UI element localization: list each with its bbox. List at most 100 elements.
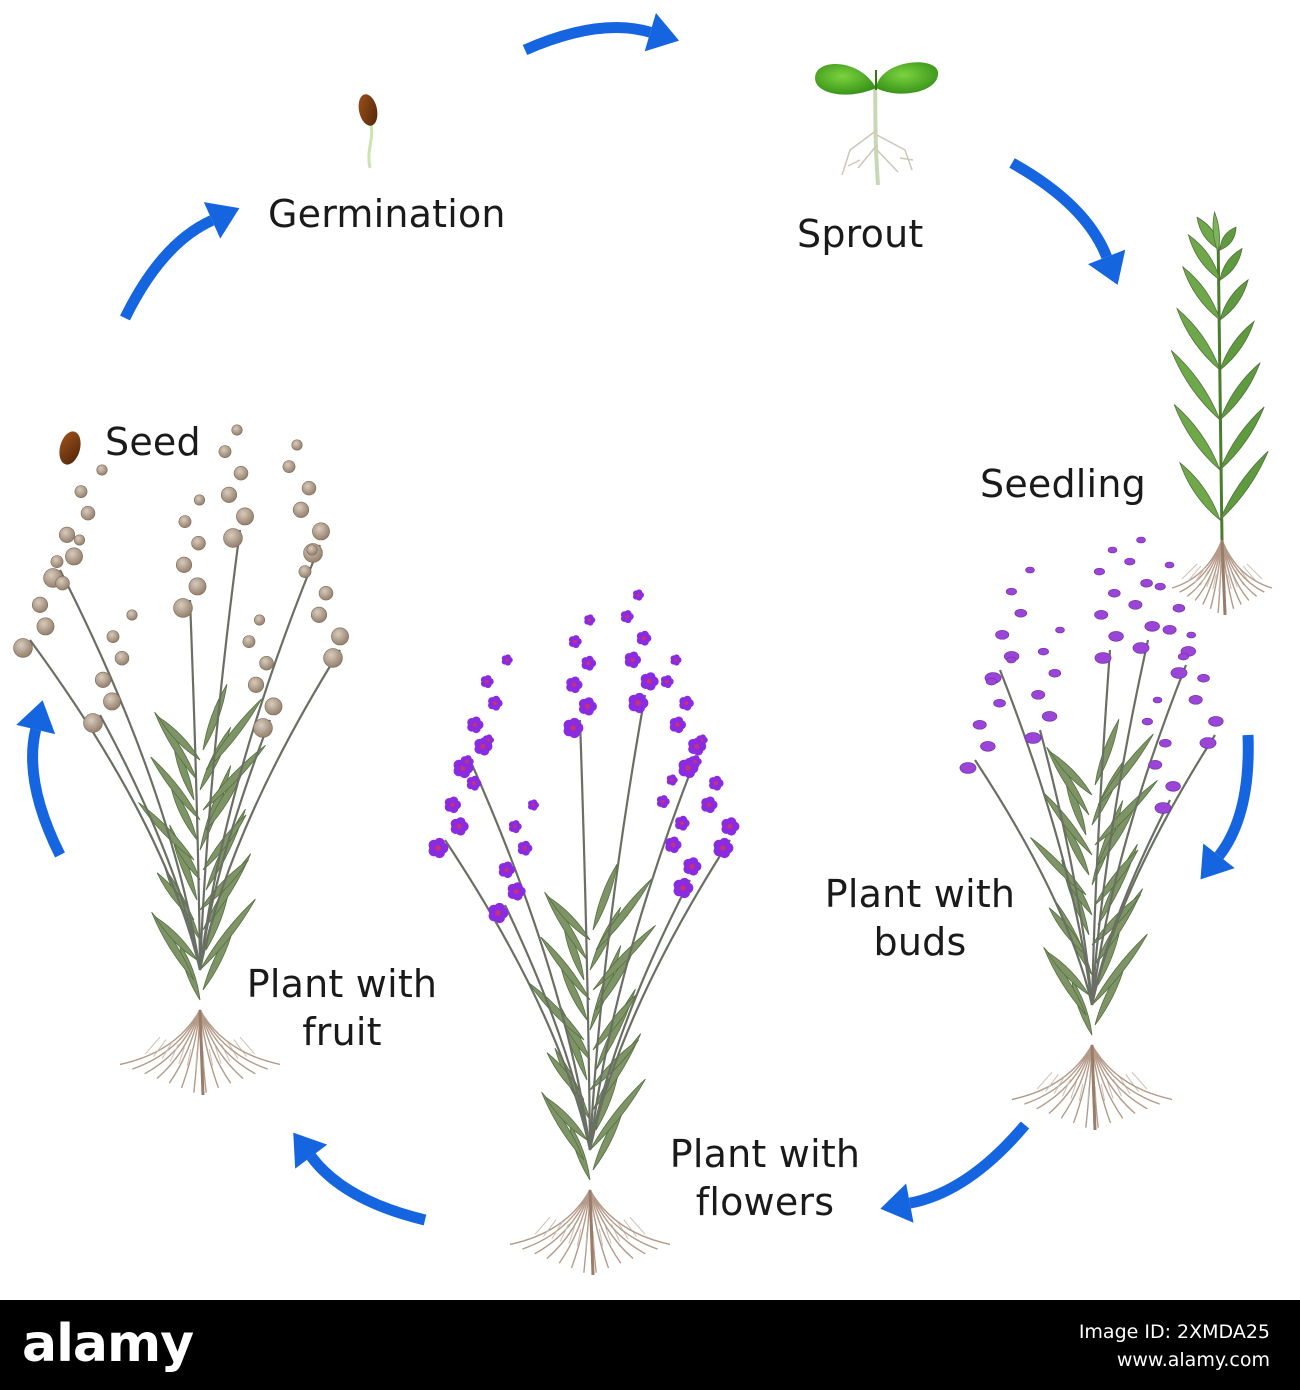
flower-stem bbox=[1090, 649, 1112, 1006]
flower-stem bbox=[59, 569, 202, 971]
roots bbox=[1171, 539, 1273, 616]
leaf bbox=[541, 1091, 585, 1161]
stem bbox=[1216, 231, 1224, 541]
flower-stem bbox=[504, 904, 592, 1151]
arrow-head bbox=[644, 13, 680, 52]
bud-spike bbox=[1024, 626, 1065, 744]
leaf bbox=[547, 896, 591, 941]
cycle-arrows bbox=[16, 13, 1254, 1226]
plant-with-flowers-illustration bbox=[428, 589, 740, 1276]
leaf bbox=[151, 911, 195, 981]
seed-illustration bbox=[59, 431, 81, 465]
flower-stem bbox=[1038, 729, 1094, 1006]
footer-info: Image ID: 2XMDA25 www.alamy.com bbox=[1079, 1318, 1270, 1374]
leaf bbox=[1179, 461, 1221, 522]
leaf bbox=[1187, 233, 1221, 281]
arrow-head bbox=[203, 202, 240, 239]
flower-stem bbox=[1090, 639, 1150, 1006]
arrow-shaft bbox=[306, 1153, 427, 1226]
roots bbox=[1011, 1044, 1173, 1131]
flower-stem bbox=[188, 599, 202, 971]
flower-spike bbox=[563, 614, 597, 739]
flower-stem bbox=[1090, 799, 1171, 1006]
bud-spike bbox=[959, 656, 1017, 774]
leaf bbox=[592, 924, 656, 991]
flower-stem bbox=[588, 879, 691, 1151]
germination-label: Germination bbox=[268, 192, 506, 236]
lavender-life-cycle-diagram: Seed Germination Sprout Seedling Plant w… bbox=[13, 13, 1273, 1276]
pod-spike bbox=[242, 614, 283, 738]
leaf bbox=[1091, 933, 1148, 1006]
pod-spike bbox=[218, 424, 254, 548]
image-id-text: Image ID: 2XMDA25 bbox=[1078, 1321, 1270, 1343]
plant-with-buds-illustration bbox=[959, 536, 1224, 1131]
bud-spike bbox=[1177, 631, 1224, 749]
flower-spike bbox=[428, 734, 494, 859]
leaf bbox=[540, 936, 591, 1001]
leaf bbox=[1219, 320, 1255, 372]
plant-with-flowers-label: Plant with flowers bbox=[669, 1132, 861, 1224]
pod-spike bbox=[43, 464, 108, 588]
sprout-illustration bbox=[815, 62, 939, 186]
leaf bbox=[1094, 719, 1120, 786]
pod-spike bbox=[282, 439, 330, 563]
leaf bbox=[202, 744, 266, 811]
flower-stem bbox=[578, 719, 592, 1151]
pod-spike bbox=[83, 609, 138, 733]
leaf bbox=[1097, 733, 1154, 806]
arrow-shaft bbox=[27, 728, 65, 858]
roots bbox=[509, 1189, 671, 1276]
leaf bbox=[1219, 362, 1261, 421]
bud-spike bbox=[1154, 561, 1196, 679]
leaf bbox=[150, 756, 201, 821]
footer-bar: alamy Image ID: 2XMDA25 www.alamy.com bbox=[0, 1300, 1300, 1390]
leaf bbox=[1219, 247, 1243, 281]
arrow-shaft bbox=[1214, 734, 1254, 860]
plant-with-fruit-illustration bbox=[13, 424, 349, 1096]
site-url: www.alamy.com bbox=[1116, 1349, 1270, 1371]
cycle-arrow bbox=[522, 13, 680, 56]
roots bbox=[119, 1009, 281, 1096]
arrow-shaft bbox=[1009, 158, 1112, 259]
arrow-shaft bbox=[522, 22, 652, 56]
leaf bbox=[1219, 406, 1265, 471]
leaf bbox=[157, 716, 201, 761]
flower-stem bbox=[99, 714, 202, 971]
bud-spike bbox=[1124, 536, 1160, 654]
leaf bbox=[1170, 350, 1221, 421]
flower-stem bbox=[198, 649, 341, 971]
flower-stem bbox=[468, 759, 592, 1151]
flower-stem bbox=[1090, 734, 1216, 1006]
leaf bbox=[1212, 210, 1220, 254]
germinating-seed-illustration bbox=[358, 94, 378, 169]
leaf bbox=[592, 864, 618, 931]
arrow-head bbox=[293, 1132, 328, 1169]
flower-stem bbox=[1090, 664, 1188, 1006]
leaf bbox=[202, 814, 247, 871]
flower-stem bbox=[198, 544, 322, 971]
life-cycle-artwork bbox=[13, 13, 1273, 1276]
leaf bbox=[1173, 404, 1221, 471]
arrow-shaft bbox=[908, 1121, 1030, 1209]
arrow-head bbox=[1088, 249, 1126, 285]
brand-logo: alamy bbox=[22, 1314, 194, 1374]
seedling-label: Seedling bbox=[980, 462, 1146, 506]
cycle-arrow bbox=[16, 700, 65, 858]
bud-spike bbox=[984, 566, 1035, 684]
flower-spike bbox=[688, 734, 740, 859]
plant-with-fruit-label: Plant with fruit bbox=[246, 962, 438, 1054]
flower-stem bbox=[444, 839, 592, 1151]
cycle-arrow bbox=[120, 202, 240, 321]
arrow-head bbox=[1200, 843, 1235, 880]
leaf bbox=[1046, 746, 1090, 816]
leaf bbox=[205, 698, 262, 771]
leaf bbox=[154, 916, 198, 961]
leaf bbox=[1049, 751, 1093, 796]
leaf bbox=[544, 1096, 588, 1141]
arrow-shaft bbox=[120, 215, 215, 321]
flower-stem bbox=[198, 529, 242, 971]
arrow-head bbox=[880, 1183, 914, 1223]
flower-spike bbox=[488, 799, 539, 924]
leaf bbox=[154, 711, 198, 781]
seed-label: Seed bbox=[105, 420, 201, 464]
